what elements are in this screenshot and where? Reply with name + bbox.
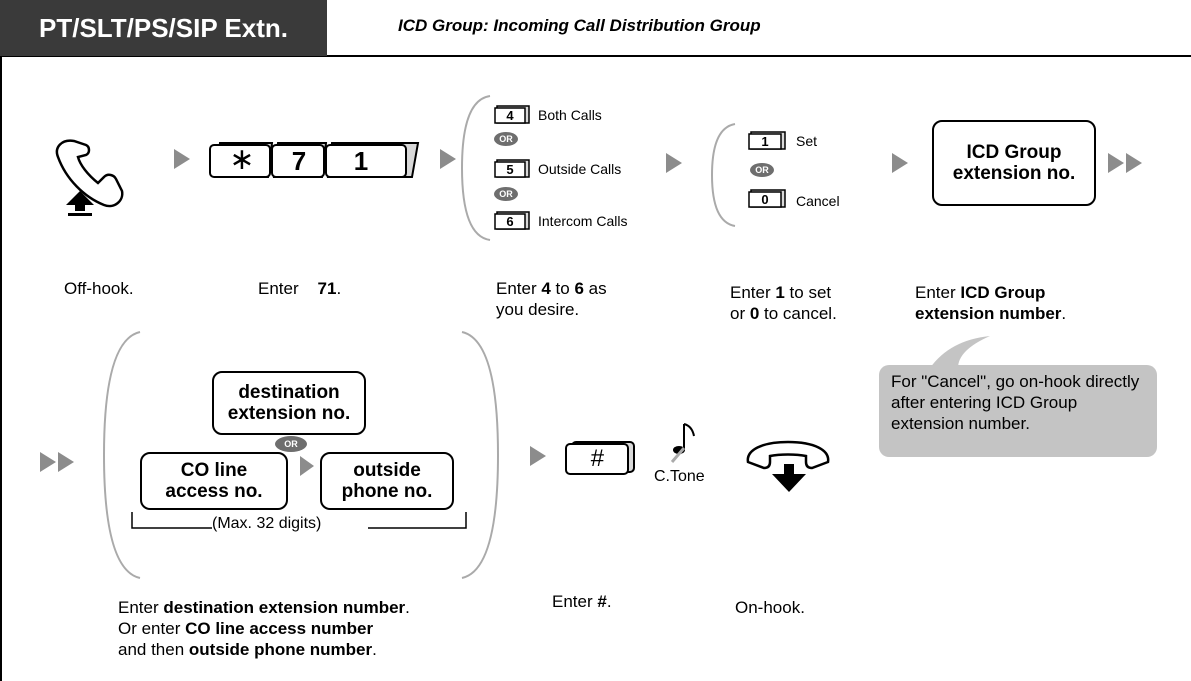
dest-line2: extension no.: [227, 403, 351, 424]
caption-enter-71: Enter 71.: [258, 279, 342, 298]
off-hook-handset-icon: [55, 139, 124, 216]
option-key-5: 5: [506, 162, 514, 177]
key-7: 7: [291, 146, 307, 176]
on-hook-handset-icon: [746, 440, 830, 492]
caption-destination: Enter destination extension number. Or e…: [118, 598, 410, 659]
destination-extension-box: destination extension no.: [212, 371, 366, 435]
option-key-0: 0: [761, 192, 769, 207]
caption-select: Enter 4 to 6 as you desire.: [496, 279, 607, 319]
arrow-6b: [58, 452, 74, 472]
page-title: ICD Group: Incoming Call Distribution Gr…: [398, 16, 761, 35]
arrow-6a: [40, 452, 56, 472]
arrow-4: [892, 153, 908, 173]
dest-line1: destination: [238, 382, 340, 403]
outside-phone-box: outside phone no.: [320, 452, 454, 510]
select-bracket-left: [460, 95, 491, 241]
co-line-access-box: CO line access no.: [140, 452, 288, 510]
caption-icd-group: Enter ICD Group extension number.: [915, 283, 1067, 323]
option-key-1: 1: [761, 134, 769, 149]
or-badge-2: OR: [499, 189, 513, 199]
option-key-4: 4: [506, 108, 514, 123]
caption-on-hook: On-hook.: [735, 598, 805, 617]
extension-type-tag: PT/SLT/PS/SIP Extn.: [0, 0, 327, 56]
note-bubble-tail: [930, 336, 990, 368]
option-label-cancel: Cancel: [796, 193, 840, 209]
destination-bracket-right: [461, 331, 500, 579]
destination-or-badge: [275, 436, 307, 452]
destination-bracket-left: [102, 331, 141, 579]
max-digits-bracket: [131, 512, 467, 529]
option-key-6: 6: [506, 214, 514, 229]
hash-key: #: [590, 445, 604, 472]
option-keys: [494, 105, 530, 230]
or-badge-3: OR: [755, 165, 769, 175]
hash-key-face: [565, 443, 629, 475]
option-label-set: Set: [796, 133, 818, 149]
cancel-note-bubble: For "Cancel", go on-hook directly after …: [879, 365, 1157, 457]
setcancel-keys: [748, 131, 786, 208]
caption-set-cancel: Enter 1 to set or 0 to cancel.: [730, 283, 837, 323]
arrow-3: [666, 153, 682, 173]
frame-left-line: [0, 56, 2, 681]
arrow-5b: [1126, 153, 1142, 173]
arrow-co-to-outside: [300, 456, 314, 476]
key-1: 1: [353, 146, 369, 176]
key-asterisk: ∗: [229, 143, 255, 176]
caption-enter-hash: Enter #.: [552, 592, 612, 611]
icd-group-extension-box: ICD Group extension no.: [932, 120, 1096, 206]
or-badge-1: OR: [499, 134, 513, 144]
setcancel-bracket-left: [710, 123, 736, 227]
icd-box-line2: extension no.: [952, 163, 1076, 184]
destination-or-label: OR: [284, 439, 298, 449]
arrow-1: [174, 149, 190, 169]
option-label-outside-calls: Outside Calls: [538, 161, 622, 177]
confirmation-tone-label: C.Tone: [654, 468, 705, 485]
max-digits-label: (Max. 32 digits): [212, 515, 322, 532]
option-label-intercom-calls: Intercom Calls: [538, 213, 628, 229]
feature-code-keys: [209, 142, 420, 178]
frame-top-line: [0, 55, 1191, 57]
icd-box-line1: ICD Group: [966, 142, 1062, 163]
arrow-7: [530, 446, 546, 466]
out-line2: phone no.: [341, 481, 433, 502]
caption-off-hook: Off-hook.: [64, 279, 134, 298]
arrow-5a: [1108, 153, 1124, 173]
option-label-both-calls: Both Calls: [538, 107, 602, 123]
co-line1: CO line: [180, 460, 248, 481]
co-line2: access no.: [165, 481, 263, 502]
arrow-2: [440, 149, 456, 169]
tone-note-icon: [670, 423, 695, 463]
out-line1: outside: [353, 460, 421, 481]
step-arrows: [40, 149, 1142, 476]
